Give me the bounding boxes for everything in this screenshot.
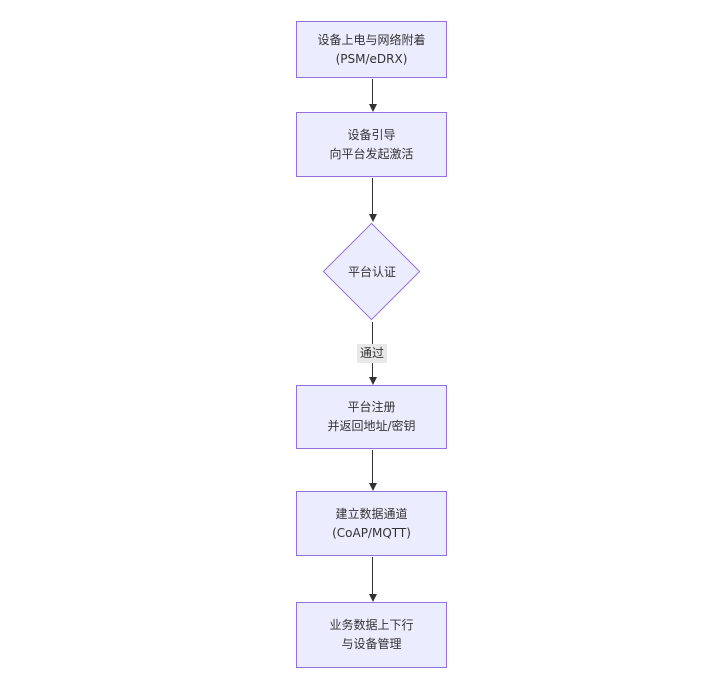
node-text-line: 业务数据上下行 (329, 618, 414, 632)
node-text-line: 与设备管理 (341, 637, 402, 651)
arrow-line (372, 178, 373, 214)
node-device-bootstrap-activate: 设备引导 向平台发起激活 (296, 112, 447, 177)
arrow-connector (368, 178, 377, 222)
arrow-head-icon (368, 594, 377, 602)
node-text-line: 并返回地址/密钥 (327, 419, 416, 433)
arrow-head-icon (368, 377, 377, 385)
node-text-line: (CoAP/MQTT) (332, 525, 411, 540)
node-device-power-network-attach: 设备上电与网络附着 (PSM/eDRX) (296, 21, 447, 78)
node-text-line: (PSM/eDRX) (335, 51, 408, 66)
node-text-line: 平台注册 (347, 400, 396, 414)
arrow-line (372, 79, 373, 104)
node-establish-data-channel: 建立数据通道 (CoAP/MQTT) (296, 491, 447, 556)
node-platform-register-return-key: 平台注册 并返回地址/密钥 (296, 385, 447, 449)
arrow-connector (368, 557, 377, 602)
edge-label-pass: 通过 (356, 344, 388, 363)
node-text-line: 设备引导 (347, 127, 396, 142)
decision-platform-auth-label: 平台认证 (347, 265, 396, 279)
arrow-head-icon (368, 104, 377, 112)
node-business-data-device-mgmt: 业务数据上下行 与设备管理 (296, 602, 447, 668)
arrow-line (372, 557, 373, 594)
node-text-line: 向平台发起激活 (329, 146, 414, 161)
arrow-connector (368, 450, 377, 491)
node-text-line: 设备上电与网络附着 (317, 32, 426, 47)
node-text-line: 建立数据通道 (335, 506, 408, 521)
arrow-head-icon (368, 214, 377, 222)
arrow-line (372, 450, 373, 483)
arrow-connector (368, 79, 377, 112)
arrow-head-icon (368, 483, 377, 491)
